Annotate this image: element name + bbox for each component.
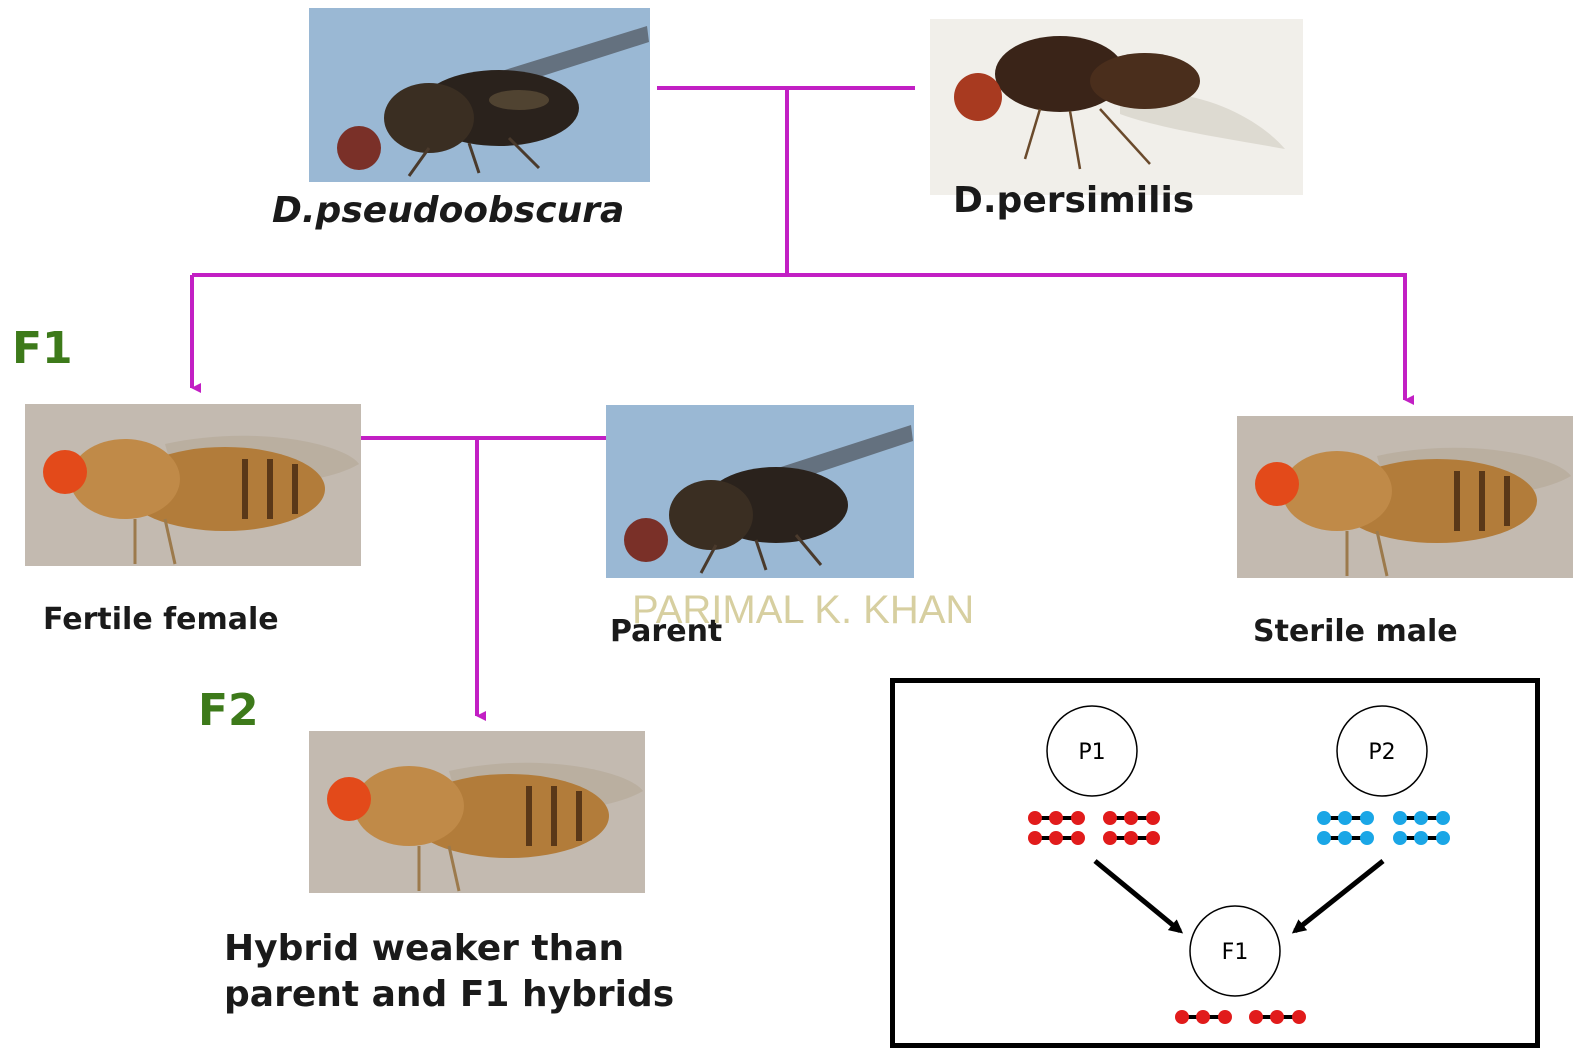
species-a-label: D.pseudoobscura xyxy=(272,190,624,231)
orange-fly-photo-female xyxy=(25,404,361,566)
f1-chromosomes xyxy=(1175,1010,1306,1024)
p1-chromosomes xyxy=(1028,811,1160,845)
p1-label: P1 xyxy=(1078,740,1105,765)
chromosome-inset: P1 P2 F1 xyxy=(890,678,1540,1048)
f2-description: Hybrid weaker than parent and F1 hybrids xyxy=(224,926,674,1018)
fertile-female-label: Fertile female xyxy=(43,602,279,637)
pale-fly-photo xyxy=(930,19,1303,195)
p2-chromosomes xyxy=(1317,811,1450,845)
f1-node-label: F1 xyxy=(1222,940,1249,965)
sterile-male-label: Sterile male xyxy=(1253,614,1458,649)
f2-generation-label: F2 xyxy=(198,685,259,736)
watermark-text: PARIMAL K. KHAN xyxy=(632,588,974,633)
dark-fly-photo-parent xyxy=(606,405,914,578)
p1-to-f1-arrow xyxy=(1095,861,1180,931)
dark-fly-photo xyxy=(309,8,650,182)
orange-fly-photo-f2 xyxy=(309,731,645,893)
p2-label: P2 xyxy=(1368,740,1395,765)
orange-fly-photo-male xyxy=(1237,416,1573,578)
f1-generation-label: F1 xyxy=(12,323,73,374)
f2-description-line1: Hybrid weaker than xyxy=(224,926,674,972)
species-b-label: D.persimilis xyxy=(953,180,1194,221)
p2-to-f1-arrow xyxy=(1295,861,1383,931)
f2-description-line2: parent and F1 hybrids xyxy=(224,972,674,1018)
